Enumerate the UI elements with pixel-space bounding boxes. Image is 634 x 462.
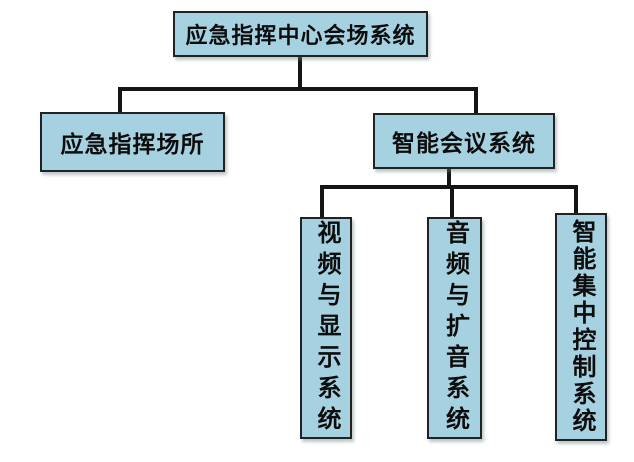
connector-level3-drop-audio [450,185,454,218]
node-smart-central-control-system-label: 智能集中控制系统 [568,219,595,435]
connector-root-stem [298,57,302,90]
node-video-display-system: 视频与显示系统 [300,217,352,439]
node-smart-central-control-system: 智能集中控制系统 [555,213,607,441]
node-root-label: 应急指挥中心会场系统 [185,23,416,48]
node-audio-amplification-system: 音频与扩音系统 [427,217,482,439]
node-audio-amplification-system-label: 音频与扩音系统 [441,219,469,437]
node-smart-conference-system-label: 智能会议系统 [392,130,536,156]
connector-level3-bar [320,185,578,189]
node-smart-conference-system: 智能会议系统 [373,113,555,169]
connector-level2-bar [118,87,478,91]
node-emergency-command-site-label: 应急指挥场所 [60,131,205,157]
connector-level3-drop-video [320,185,324,218]
connector-level2-left-drop [118,87,122,114]
connector-level2-right-drop [474,87,478,115]
node-video-display-system-label: 视频与显示系统 [313,219,340,437]
node-emergency-command-site: 应急指挥场所 [40,112,225,172]
connector-level3-drop-control [574,185,578,214]
node-root: 应急指挥中心会场系统 [173,11,428,57]
connector-conference-stem [447,167,451,188]
